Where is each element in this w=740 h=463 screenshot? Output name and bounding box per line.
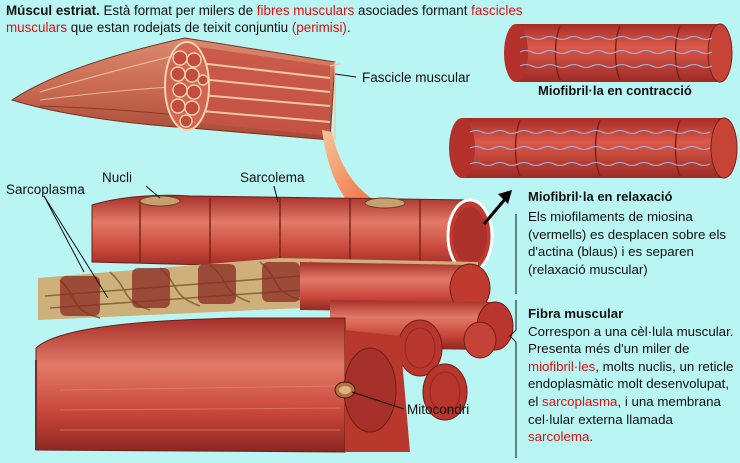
- label-fascicle: Fascicle muscular: [362, 70, 471, 85]
- fiber-highlight-sarcoplasma: sarcoplasma: [542, 393, 618, 409]
- intro-highlight-perimisi: (perimisi): [291, 20, 347, 35]
- fiber-text-4: .: [589, 429, 594, 445]
- myofibril-relaxation: [449, 117, 738, 179]
- caption-relaxation: Miofibril·la en relaxació: [528, 189, 673, 204]
- muscle-fiber-bundle: [35, 194, 514, 453]
- intro-highlight-fibres: fibres musculars: [256, 3, 355, 18]
- pointer-arrow: [482, 190, 512, 225]
- relaxation-description: Els miofilaments de miosina (vermells) e…: [528, 209, 727, 277]
- intro-highlight-fascicles: fascicles musculars: [6, 3, 523, 35]
- fiber-highlight-sarcolema: sarcolema: [528, 429, 590, 445]
- fiber-heading: Fibra muscular: [528, 306, 624, 321]
- myofibril-contraction: [504, 23, 733, 83]
- intro-text-3: que estan rodejats de teixit conjuntiu: [67, 20, 292, 35]
- label-leaders: [43, 185, 405, 410]
- fiber-highlight-myofibrils: miofibril·les: [528, 358, 596, 374]
- intro-text-1: Està format per milers de: [99, 3, 257, 18]
- fiber-text-1: Correspon a una cèl·lula muscular. Prese…: [528, 323, 734, 357]
- fiber-text-3: , i una membrana cel·lular externa llama…: [528, 393, 721, 427]
- muscle-belly: [10, 37, 357, 141]
- label-sarcoplasma: Sarcoplasma: [6, 182, 85, 197]
- fiber-description: Fibra muscular Correspon a una cèl·lula …: [528, 305, 734, 446]
- intro-text: Múscul estriat. Està format per milers d…: [6, 2, 526, 36]
- intro-title: Múscul estriat.: [6, 3, 100, 18]
- label-nucli: Nucli: [102, 170, 133, 185]
- fiber-text-2: , molts nuclis, un reticle endoplasmàtic…: [528, 358, 734, 409]
- caption-contraction: Miofibril·la en contracció: [538, 83, 692, 98]
- label-mitocondri: Mitocondri: [407, 402, 470, 417]
- intro-text-4: .: [346, 20, 351, 35]
- label-sarcolema: Sarcolema: [240, 170, 305, 185]
- intro-text-2: asociades formant: [354, 3, 472, 18]
- text-brackets: [509, 214, 517, 458]
